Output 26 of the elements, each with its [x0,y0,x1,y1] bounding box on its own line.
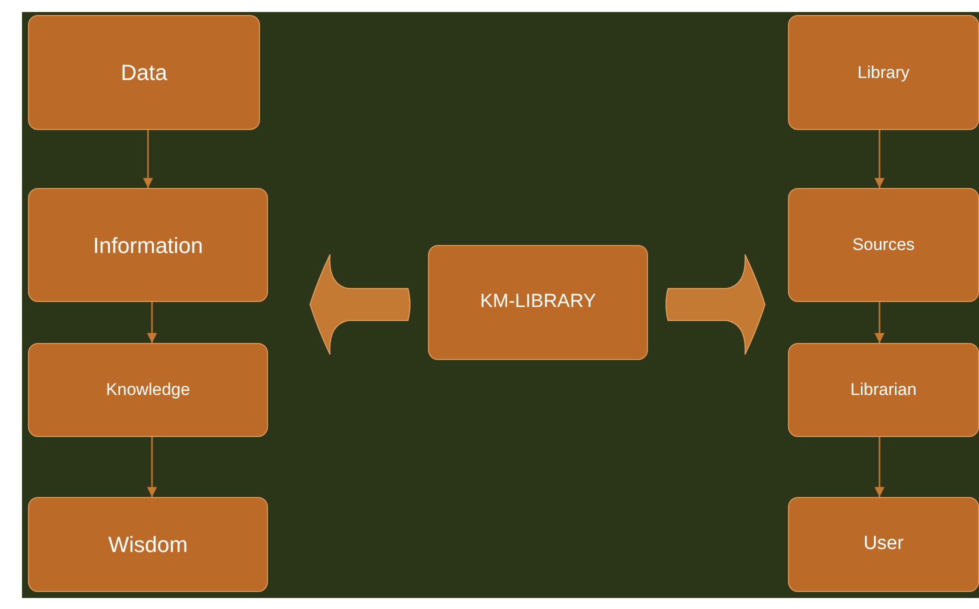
block-arrow [666,254,766,355]
arrow [874,130,884,188]
node-label: Wisdom [108,531,188,559]
node-label: Data [120,59,168,87]
arrow [147,302,157,343]
block-arrow [310,254,410,355]
process-box [28,15,260,130]
arrow [147,437,157,497]
node-label: KM-LIBRARY [480,290,596,314]
process-box [28,343,268,437]
arrow [874,437,884,497]
process-box [428,245,648,360]
node-label: Library [858,62,910,84]
node-label: Sources [852,234,915,256]
arrow [143,130,153,188]
process-box [788,188,979,302]
node-label: User [863,532,904,556]
process-box [788,497,979,592]
node-label: Knowledge [106,379,190,402]
process-box [788,15,979,130]
process-box [788,343,979,437]
process-box [28,188,268,302]
process-box [28,497,268,592]
node-label: Information [92,232,204,260]
node-label: Librarian [850,379,917,402]
arrow [874,302,884,343]
